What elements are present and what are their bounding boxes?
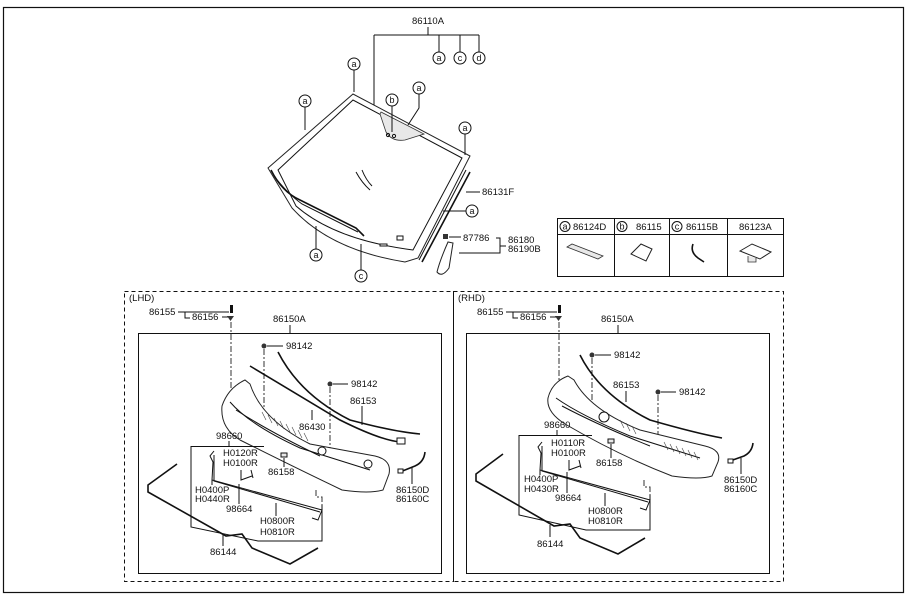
side-molding[interactable] <box>421 171 471 263</box>
rhd-label-86156[interactable]: 86156 <box>520 312 546 323</box>
lhd-label-H0100R[interactable]: H0100R <box>223 458 258 469</box>
rhd-label-H0110R[interactable]: H0110R <box>551 438 585 449</box>
rhd-grommet-icon <box>555 316 562 321</box>
windshield-glass[interactable] <box>267 93 471 263</box>
lhd-label-86153[interactable]: 86153 <box>350 396 376 407</box>
rhd-label-98142-a[interactable]: 98142 <box>614 350 640 361</box>
rhd-label-86153[interactable]: 86153 <box>613 380 639 391</box>
label-86190B[interactable]: 86190B <box>508 244 541 255</box>
svg-text:a: a <box>469 206 474 216</box>
svg-text:a: a <box>351 59 356 69</box>
lhd-label-86150D[interactable]: 86150D <box>396 485 429 496</box>
svg-text:a: a <box>416 83 421 93</box>
svg-text:a: a <box>436 53 441 63</box>
lhd-seal-86144[interactable] <box>147 463 319 565</box>
lhd-title: (LHD) <box>129 293 154 304</box>
svg-text:a: a <box>462 123 467 133</box>
lhd-label-98660[interactable]: 98660 <box>216 431 242 442</box>
svg-text:86123A: 86123A <box>739 222 772 233</box>
svg-text:86115: 86115 <box>636 222 662 233</box>
svg-text:b: b <box>389 95 394 105</box>
tape-strip-icon <box>566 243 604 260</box>
legend-col-a[interactable]: a 86124D <box>559 221 606 260</box>
callout-a-3: a <box>407 81 426 126</box>
rhd-label-H0810R[interactable]: H0810R <box>588 516 623 527</box>
label-86110A[interactable]: 86110A <box>412 16 445 27</box>
legend-col-b[interactable]: b 86115 <box>616 221 662 262</box>
rhd-label-86160C[interactable]: 86160C <box>724 484 757 495</box>
bracket-icon <box>738 243 773 260</box>
rhd-label-98664[interactable]: 98664 <box>555 493 581 504</box>
svg-text:86124D: 86124D <box>573 222 606 233</box>
lhd-label-98142-a[interactable]: 98142 <box>286 341 312 352</box>
lhd-label-H0810R[interactable]: H0810R <box>260 527 295 538</box>
outer-frame <box>2 6 905 594</box>
lhd-label-H0400P[interactable]: H0400P <box>195 485 229 496</box>
svg-text:a: a <box>302 96 307 106</box>
lhd-label-86156[interactable]: 86156 <box>192 312 218 323</box>
lhd-label-86160C[interactable]: 86160C <box>396 494 429 505</box>
callout-c-top: c <box>453 51 467 65</box>
rhd-label-86150A[interactable]: 86150A <box>601 314 634 325</box>
svg-text:c: c <box>675 222 680 232</box>
lhd-label-86144[interactable]: 86144 <box>210 547 236 558</box>
rhd-screw-icon <box>558 305 561 313</box>
lhd-label-86430[interactable]: 86430 <box>299 422 325 433</box>
svg-text:a: a <box>562 222 567 232</box>
callout-a-6: a <box>309 226 323 262</box>
rhd-label-H0100R[interactable]: H0100R <box>551 448 586 459</box>
lhd-label-86158[interactable]: 86158 <box>268 467 294 478</box>
legend-col-d[interactable]: 86123A <box>738 222 773 263</box>
rhd-label-H0400P[interactable]: H0400P <box>524 474 558 485</box>
label-87786[interactable]: 87786 <box>463 233 489 244</box>
svg-text:a: a <box>313 250 318 260</box>
rhd-cowl-panel[interactable] <box>547 375 720 479</box>
lhd-label-H0120R[interactable]: H0120R <box>223 448 258 459</box>
lhd-screw-icon <box>230 305 233 313</box>
callout-a-2: a <box>298 94 312 130</box>
callout-b: b <box>385 93 399 132</box>
lhd-label-H0800R[interactable]: H0800R <box>260 516 295 527</box>
lhd-label-H0440R[interactable]: H0440R <box>195 494 230 505</box>
wire-icon <box>691 243 705 263</box>
windshield-group: 86110A a c d 86131F <box>267 16 541 283</box>
pad-icon <box>630 243 653 262</box>
rhd-label-H0800R[interactable]: H0800R <box>588 506 623 517</box>
rhd-label-98660[interactable]: 98660 <box>544 420 570 431</box>
callout-a-4: a <box>458 121 472 155</box>
lhd-label-86150A[interactable]: 86150A <box>273 314 306 325</box>
rhd-label-86158[interactable]: 86158 <box>596 458 622 469</box>
rhd-label-H0430R[interactable]: H0430R <box>524 484 559 495</box>
rhd-title: (RHD) <box>458 293 485 304</box>
callout-c-bottom: c <box>354 244 368 283</box>
svg-text:b: b <box>619 222 624 232</box>
lhd-label-86155[interactable]: 86155 <box>149 307 175 318</box>
lhd-section: (LHD) 86155 86156 86150A 98142 98142 861… <box>124 291 454 582</box>
rhd-label-98142-b[interactable]: 98142 <box>679 387 705 398</box>
lhd-label-98142-b[interactable]: 98142 <box>351 379 377 390</box>
svg-text:c: c <box>458 53 463 63</box>
label-86131F[interactable]: 86131F <box>482 187 514 198</box>
svg-text:86115B: 86115B <box>686 222 718 233</box>
lhd-label-98664[interactable]: 98664 <box>226 504 252 515</box>
callout-a-top: a <box>432 51 446 65</box>
svg-text:c: c <box>359 271 364 281</box>
callout-a-1: a <box>347 57 361 92</box>
rhd-section: (RHD) 86155 86156 86150A 98142 98142 861… <box>453 291 784 582</box>
legend-table: a 86124D b 86115 c 86115B 86123A <box>557 218 784 277</box>
legend-col-c[interactable]: c 86115B <box>671 221 718 263</box>
rhd-label-86155[interactable]: 86155 <box>477 307 503 318</box>
rhd-label-86144[interactable]: 86144 <box>537 539 563 550</box>
svg-text:d: d <box>476 53 481 63</box>
callout-a-5: a <box>443 204 479 218</box>
rhd-label-86150D[interactable]: 86150D <box>724 475 757 486</box>
rhd-seal-86144[interactable] <box>475 453 646 555</box>
lhd-grommet-icon <box>227 316 234 321</box>
callout-d-top: d <box>472 51 486 65</box>
lhd-cowl-panel[interactable] <box>221 379 390 493</box>
garnish[interactable] <box>436 241 454 275</box>
label-86180[interactable]: 86180 <box>508 235 534 246</box>
